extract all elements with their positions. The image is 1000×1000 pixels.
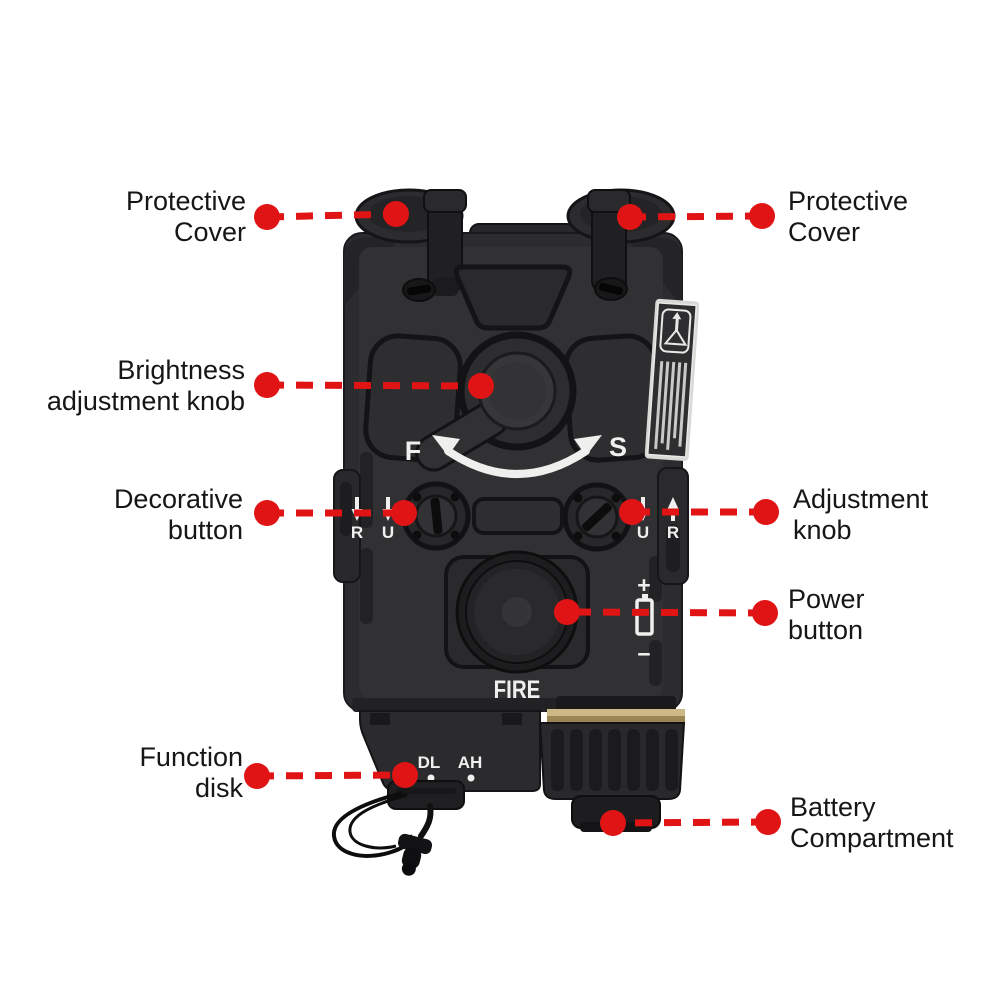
connector-line [266,210,397,221]
svg-text:−: − [637,641,650,667]
svg-text:U: U [382,523,394,542]
cover-clip-left [423,189,467,296]
connector-line [256,771,406,780]
brightness-knob [415,331,577,472]
label-line: button [788,615,864,645]
mode-label-s: S [609,432,627,462]
label-line: Protective [788,186,909,216]
svg-text:R: R [667,523,679,542]
target-dot [391,500,417,526]
laser-warning-icon [659,308,692,354]
target-dot [619,499,645,525]
decorative-knob [401,481,471,551]
battery-polarity-icon: + − [635,572,654,667]
annotation-power-button [554,599,778,626]
label-line: knob [793,515,852,545]
left-side-rail [333,469,361,583]
label-power-button: Power button [788,584,865,646]
dl-label: DL [418,753,441,772]
svg-text:+: + [637,572,650,598]
label-battery-compartment: Battery Compartment [790,792,954,854]
battery-compartment-cap [538,696,686,832]
label-line: button [167,515,243,545]
brass-ring [547,709,685,717]
top-trapezoid-groove [453,264,573,331]
cap-ribs [551,729,678,791]
label-line: Function [139,742,243,772]
annotation-function-disk [244,762,418,789]
label-dot [254,204,280,230]
port-plug [397,833,433,876]
ah-label: AH [458,753,483,772]
target-dot [617,204,643,230]
ah-indicator-dot [467,774,475,782]
target-dot [554,599,580,625]
label-dot [749,203,775,229]
label-brightness-adjustment-knob: Brightness adjustment knob [47,355,245,417]
target-dot [383,201,409,227]
target-dot [468,373,494,399]
connector-line [612,818,769,827]
side-groove-left [363,333,463,463]
dl-indicator-dot [427,774,435,782]
label-line: Compartment [790,823,954,853]
annotation-decorative-button [254,500,417,526]
label-function-disk: Function disk [139,742,243,804]
screw-left [402,278,436,302]
svg-text:R: R [351,523,363,542]
target-dot [392,762,418,788]
label-line: Adjustment [793,484,929,514]
label-line: Cover [788,217,861,247]
connector-line [629,212,763,221]
mode-label-f: F [405,436,422,466]
label-line: Decorative [113,484,243,514]
fire-button [444,550,590,674]
center-slot-groove [472,497,564,535]
label-line: Brightness [117,355,245,385]
connector-line [266,381,482,390]
label-dot [254,500,280,526]
sticker-fine-print [654,361,688,450]
label-line: Power [788,584,865,614]
annotation-adjustment-knob [619,499,779,525]
connector-line [566,608,766,617]
label-dot [752,600,778,626]
label-line: Battery [790,792,876,822]
screw-right [594,277,628,301]
label-adjustment-knob: Adjustment knob [793,484,928,546]
adjustment-knob [562,482,632,552]
label-dot [753,499,779,525]
label-dot [254,372,280,398]
mode-arc-arrow-icon [432,435,602,478]
label-line: adjustment knob [46,386,245,416]
label-dot [244,763,270,789]
annotation-protective-cover-right [617,203,775,230]
label-line: disk [194,773,243,803]
target-dot [600,810,626,836]
label-line: Protective [125,186,246,216]
port-cap-lanyard [331,791,434,876]
svg-text:U: U [637,523,649,542]
label-line: Cover [173,217,246,247]
label-decorative-button: Decorative button [114,484,243,546]
label-dot [755,809,781,835]
face-edge-grooves [360,452,662,686]
annotation-protective-cover-left [254,201,409,230]
annotation-battery-compartment [600,809,781,836]
annotation-brightness-knob [254,372,494,399]
label-protective-cover-left: Protective Cover [126,186,246,248]
label-protective-cover-right: Protective Cover [788,186,908,248]
laser-warning-label [644,298,700,462]
right-side-rail [657,467,689,585]
